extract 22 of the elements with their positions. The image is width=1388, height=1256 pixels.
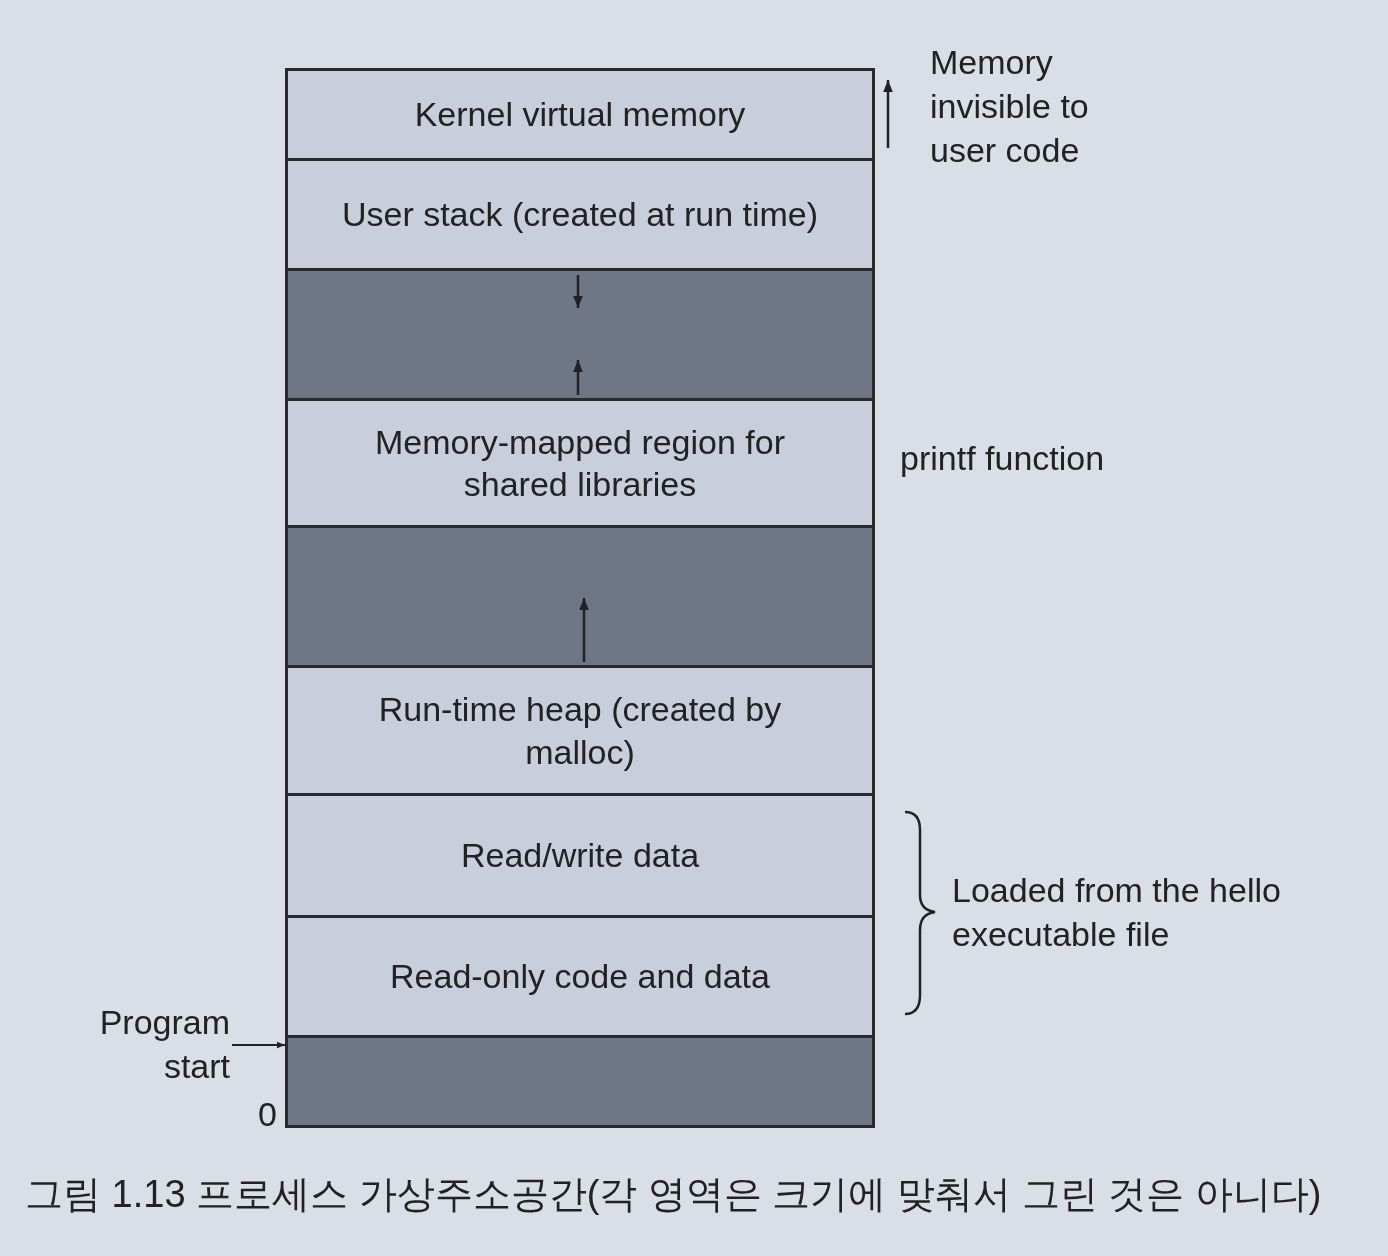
memory-segment-band (285, 68, 875, 161)
memory-segment-band (285, 793, 875, 918)
side-note: printf function (900, 438, 1106, 479)
memory-gap-band (285, 268, 875, 401)
memory-gap-band (285, 1035, 875, 1128)
side-note: Loaded from the hello executable file (952, 870, 1282, 956)
side-note: Memory invisible to user code (930, 42, 1090, 172)
memory-segment-band (285, 665, 875, 796)
figure-caption: 그림 1.13 프로세스 가상주소공간(각 영역은 크기에 맞춰서 그린 것은 아니다) (25, 1172, 1322, 1217)
segment-label: User stack (created at run time) (341, 194, 819, 236)
memory-segment-band (285, 915, 875, 1038)
memory-segment-band (285, 398, 875, 528)
segment-label: Memory-mapped region for shared libraries (373, 421, 787, 505)
segment-label: Run-time heap (created by malloc) (377, 689, 783, 773)
memory-gap-band (285, 525, 875, 668)
memory-segment-band (285, 158, 875, 271)
segment-label: Kernel virtual memory (414, 94, 746, 136)
program-start-label: Program start (60, 1000, 230, 1089)
segment-label: Read/write data (460, 835, 700, 877)
address-label: 0 (258, 1094, 277, 1135)
segment-label: Read-only code and data (390, 956, 770, 998)
arrow (231, 1041, 286, 1049)
